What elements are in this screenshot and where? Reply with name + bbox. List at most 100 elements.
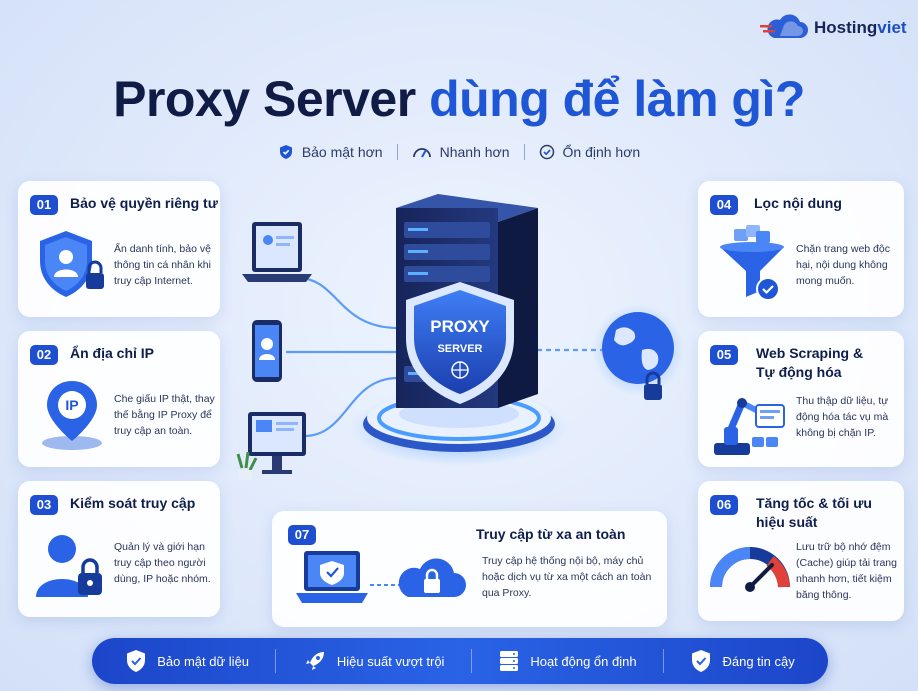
- funnel-icon: [720, 225, 784, 301]
- check-circle-icon: [539, 144, 554, 160]
- brand-logo: Hostingviet: [760, 14, 907, 42]
- card-title-line: Tự động hóa: [756, 364, 842, 380]
- card-number: 05: [710, 345, 738, 365]
- ip-pin-icon: IP: [42, 381, 102, 450]
- card-title: Kiểm soát truy cập: [70, 495, 196, 511]
- benefit-data-security: Bảo mật dữ liệu: [125, 649, 249, 673]
- desc-line: qua Proxy.: [482, 587, 532, 599]
- proxy-server-illustration: PROXY SERVER: [228, 188, 690, 508]
- title-part1: Proxy Server: [113, 71, 416, 127]
- desc-line: băng thông.: [796, 589, 852, 601]
- title-part2: dùng để làm gì?: [429, 71, 805, 127]
- card-title: Truy cập từ xa an toàn: [476, 526, 626, 542]
- desc-line: Quản lý và giới hạn: [114, 541, 205, 553]
- desc-line: Chặn trang web độc: [796, 243, 890, 255]
- benefit-label: Đáng tin cậy: [722, 653, 795, 669]
- desc-line: truy cập Internet.: [114, 275, 193, 287]
- brand-name-part2: viet: [877, 18, 907, 37]
- tagline-row: Bảo mật hơn Nhanh hơn Ổn định hơn: [0, 144, 918, 160]
- benefit-reliable: Đáng tin cậy: [690, 649, 795, 673]
- card-number: 03: [30, 495, 58, 515]
- card-content-filter: 04 Lọc nội dung Chặn trang web độc hại, …: [698, 181, 904, 317]
- card-desc: Lưu trữ bộ nhớ đệm (Cache) giúp tải tran…: [796, 539, 900, 603]
- benefit-performance: Hiệu suất vượt trội: [303, 649, 445, 673]
- card-number: 07: [288, 525, 316, 545]
- desc-line: truy cập theo người: [114, 557, 206, 569]
- desc-line: không bị chặn IP.: [796, 427, 876, 439]
- card-desc: Che giấu IP thật, thay thế bằng IP Proxy…: [114, 391, 218, 439]
- desc-line: Che giấu IP thật, thay: [114, 393, 215, 405]
- desc-line: động hóa tác vụ mà: [796, 411, 889, 423]
- card-title: Tăng tốc & tối ưu hiệu suất: [756, 494, 872, 532]
- tagline-label: Ổn định hơn: [562, 144, 641, 160]
- desc-line: hoặc dịch vụ từ xa một cách an toàn: [482, 571, 652, 583]
- card-performance: 06 Tăng tốc & tối ưu hiệu suất Lưu trữ b…: [698, 481, 904, 621]
- shield-text-line1: PROXY: [430, 317, 490, 336]
- cloud-logo-icon: [760, 14, 808, 38]
- desc-line: thế bằng IP Proxy để: [114, 409, 212, 421]
- desc-line: nhanh hơn, tiết kiệm: [796, 573, 892, 585]
- shield-check-icon: [692, 650, 711, 672]
- rocket-icon: [305, 652, 324, 670]
- benefit-label: Hiệu suất vượt trội: [336, 653, 445, 669]
- card-title: Bảo vệ quyền riêng tư: [70, 195, 218, 211]
- speedometer-icon: [412, 148, 431, 158]
- card-desc: Ẩn danh tính, bảo vệ thông tin cá nhân k…: [114, 241, 218, 289]
- user-lock-icon: [36, 535, 102, 597]
- shield-icon: [279, 145, 292, 159]
- tagline-secure: Bảo mật hơn: [278, 144, 383, 160]
- divider: [396, 144, 398, 160]
- page-title: Proxy Server dùng để làm gì?: [0, 70, 918, 128]
- world-globe-icon: [592, 304, 684, 400]
- laptop-device: [242, 222, 312, 282]
- bottom-benefits-bar: Bảo mật dữ liệu Hiệu suất vượt trội Hoạt…: [92, 638, 828, 684]
- tagline-label: Bảo mật hơn: [301, 144, 383, 160]
- card-web-scraping: 05 Web Scraping & Tự động hóa Thu thập d…: [698, 331, 904, 467]
- card-desc: Chặn trang web độc hại, nội dung không m…: [796, 241, 900, 289]
- card-title-line: Web Scraping &: [756, 345, 864, 361]
- card-number: 06: [710, 495, 738, 515]
- proxy-shield: PROXY SERVER: [406, 282, 514, 404]
- card-title: Lọc nội dung: [754, 195, 842, 211]
- shield-text-line2: SERVER: [437, 343, 482, 355]
- card-title-line: hiệu suất: [756, 514, 818, 530]
- desktop-device: [236, 412, 306, 480]
- gauge-icon: [710, 547, 790, 592]
- server-icon: [500, 651, 519, 671]
- tagline-label: Nhanh hơn: [439, 144, 510, 160]
- card-remote-access: 07 Truy cập từ xa an toàn Truy cập hệ th…: [272, 511, 667, 627]
- benefit-label: Bảo mật dữ liệu: [157, 653, 250, 669]
- robot-arm-icon: [714, 398, 785, 455]
- proxy-diagram: PROXY SERVER: [236, 194, 684, 480]
- tagline-fast: Nhanh hơn: [412, 144, 510, 160]
- card-title-line: Tăng tốc & tối ưu: [756, 495, 872, 511]
- svg-text:IP: IP: [65, 397, 78, 413]
- desc-line: (Cache) giúp tải trang: [796, 557, 897, 569]
- divider: [523, 144, 525, 160]
- benefit-stability: Hoạt động ổn định: [498, 649, 637, 673]
- desc-line: thông tin cá nhân khi: [114, 259, 211, 271]
- card-number: 04: [710, 195, 738, 215]
- card-desc: Quản lý và giới hạn truy cập theo người …: [114, 539, 218, 587]
- desc-line: Lưu trữ bộ nhớ đệm: [796, 541, 891, 553]
- laptop-cloud-icon: [296, 551, 466, 603]
- card-title: Web Scraping & Tự động hóa: [756, 344, 863, 382]
- card-title: Ẩn địa chỉ IP: [70, 345, 155, 361]
- desc-line: Ẩn danh tính, bảo vệ: [114, 243, 211, 255]
- divider: [470, 649, 472, 673]
- phone-device: [252, 320, 282, 382]
- user-shield-icon: [40, 231, 104, 297]
- shield-check-icon: [127, 650, 146, 672]
- brand-name-part1: Hosting: [814, 18, 878, 37]
- desc-line: Thu thập dữ liệu, tự: [796, 395, 889, 407]
- desc-line: dùng, IP hoặc nhóm.: [114, 573, 211, 585]
- divider: [275, 649, 277, 673]
- card-privacy: 01 Bảo vệ quyền riêng tư Ẩn danh tính, b…: [18, 181, 220, 317]
- desc-line: Truy cập hệ thống nội bộ, máy chủ: [482, 555, 644, 567]
- card-number: 01: [30, 195, 58, 215]
- card-hide-ip: 02 Ẩn địa chỉ IP IP Che giấu IP thật, th…: [18, 331, 220, 467]
- card-number: 02: [30, 345, 58, 365]
- desc-line: mong muốn.: [796, 275, 855, 287]
- card-desc: Thu thập dữ liệu, tự động hóa tác vụ mà …: [796, 393, 900, 441]
- divider: [663, 649, 665, 673]
